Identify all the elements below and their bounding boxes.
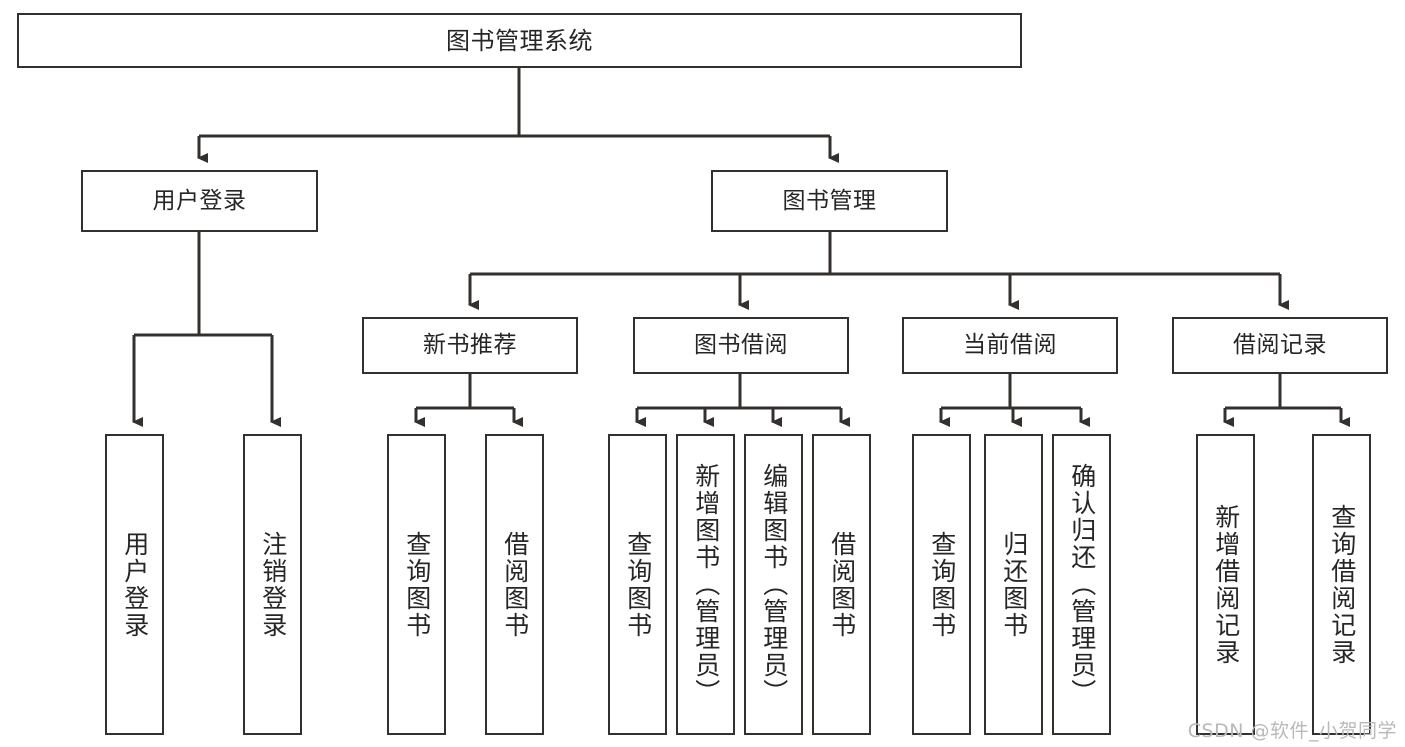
node-root-label: 图书管理系统	[446, 26, 593, 55]
node-leaf-query-record[interactable]: 查询借阅记录	[1312, 434, 1371, 735]
node-leaf-query-book-2-label: 查询图书	[623, 530, 653, 639]
node-leaf-confirm-return[interactable]: 确认归还（管理员）	[1052, 434, 1111, 735]
node-leaf-edit-book-label: 编辑图书（管理员）	[759, 463, 789, 706]
node-leaf-add-record[interactable]: 新增借阅记录	[1196, 434, 1255, 735]
node-book-borrow-label: 图书借阅	[694, 332, 788, 359]
node-leaf-query-book-1-label: 查询图书	[402, 530, 432, 639]
node-leaf-user-logout-label: 注销登录	[258, 530, 288, 639]
node-current-borrow-label: 当前借阅	[963, 332, 1057, 359]
node-borrow-record[interactable]: 借阅记录	[1172, 317, 1388, 374]
node-leaf-add-book-label: 新增图书（管理员）	[691, 463, 721, 706]
watermark: CSDN @软件_小贺同学	[1187, 720, 1397, 742]
node-borrow-record-label: 借阅记录	[1233, 332, 1327, 359]
node-book-manage-label: 图书管理	[782, 187, 877, 214]
node-leaf-return-book-label: 归还图书	[999, 530, 1029, 639]
node-user-login[interactable]: 用户登录	[81, 170, 318, 232]
node-leaf-confirm-return-label: 确认归还（管理员）	[1067, 463, 1097, 706]
node-book-manage[interactable]: 图书管理	[711, 170, 948, 232]
node-leaf-user-logout[interactable]: 注销登录	[243, 434, 302, 735]
node-new-book-recommend[interactable]: 新书推荐	[362, 317, 578, 374]
node-leaf-edit-book[interactable]: 编辑图书（管理员）	[744, 434, 803, 735]
node-leaf-add-record-label: 新增借阅记录	[1211, 503, 1241, 666]
node-leaf-query-book-3-label: 查询图书	[927, 530, 957, 639]
node-new-book-recommend-label: 新书推荐	[423, 332, 517, 359]
node-leaf-query-book-1[interactable]: 查询图书	[387, 434, 446, 735]
node-root[interactable]: 图书管理系统	[17, 13, 1022, 68]
node-leaf-query-book-2[interactable]: 查询图书	[608, 434, 667, 735]
node-leaf-borrow-book-1[interactable]: 借阅图书	[485, 434, 544, 735]
node-leaf-borrow-book-2[interactable]: 借阅图书	[812, 434, 871, 735]
node-leaf-user-login[interactable]: 用户登录	[105, 434, 164, 735]
node-leaf-add-book[interactable]: 新增图书（管理员）	[676, 434, 735, 735]
node-leaf-return-book[interactable]: 归还图书	[984, 434, 1043, 735]
node-leaf-borrow-book-1-label: 借阅图书	[500, 530, 530, 639]
node-book-borrow[interactable]: 图书借阅	[633, 317, 849, 374]
node-user-login-label: 用户登录	[152, 187, 247, 214]
node-leaf-borrow-book-2-label: 借阅图书	[827, 530, 857, 639]
node-leaf-user-login-label: 用户登录	[120, 530, 150, 639]
node-leaf-query-record-label: 查询借阅记录	[1327, 503, 1357, 666]
node-leaf-query-book-3[interactable]: 查询图书	[912, 434, 971, 735]
node-current-borrow[interactable]: 当前借阅	[902, 317, 1118, 374]
